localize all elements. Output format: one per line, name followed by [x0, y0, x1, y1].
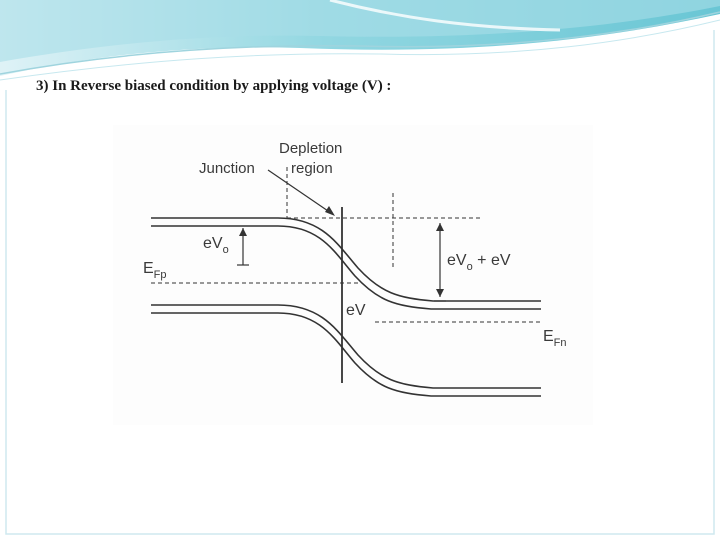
- eVo-plus-eV-label: eVo + eV: [447, 252, 511, 273]
- header-wave-decoration: [0, 0, 720, 81]
- efn-label: EFn: [543, 328, 567, 349]
- junction-label: Junction: [199, 160, 255, 177]
- valence-band-edge-lower: [151, 312, 541, 397]
- efp-label: EFp: [143, 260, 167, 281]
- junction-pointer: [267, 169, 332, 214]
- valence-band-edge-upper: [151, 304, 541, 389]
- slide-heading: 3) In Reverse biased condition by applyi…: [36, 78, 392, 94]
- depletion-label-line1: Depletion: [279, 140, 342, 157]
- depletion-label-line2: region: [291, 160, 333, 177]
- conduction-band-edge-upper: [151, 217, 541, 302]
- band-diagram-svg: Depletion region Junction eVo EFp eVo + …: [143, 140, 567, 397]
- band-diagram-figure: Depletion region Junction eVo EFp eVo + …: [113, 125, 593, 425]
- eV-label: eV: [346, 302, 366, 319]
- eVo-label: eVo: [203, 235, 229, 256]
- conduction-band-edge-lower: [151, 225, 541, 310]
